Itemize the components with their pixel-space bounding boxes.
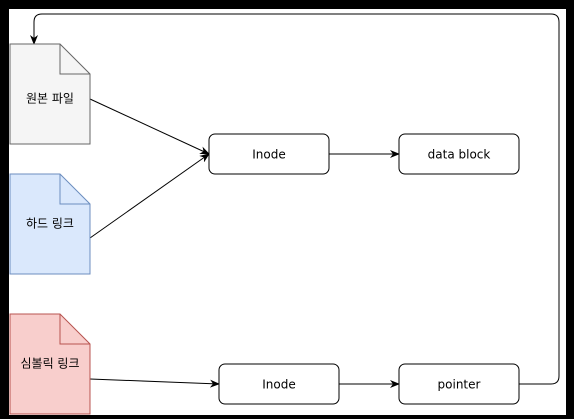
inode-top-node[interactable]: Inode — [208, 133, 330, 175]
edges — [30, 13, 560, 388]
hard-link-shape — [9, 173, 91, 275]
hard-link-fold — [59, 174, 90, 205]
hard-link-node[interactable]: 하드 링크 — [9, 173, 91, 275]
inode-top-box — [208, 133, 330, 175]
data-block-label: data block — [428, 148, 491, 162]
pointer-label: pointer — [438, 378, 481, 392]
edge-hardlink-to-inode — [89, 153, 210, 239]
data-block-box — [398, 133, 520, 175]
inode-bottom-label: Inode — [262, 378, 296, 392]
inode-bottom-box — [218, 363, 340, 405]
inode-bottom-node[interactable]: Inode — [218, 363, 340, 405]
edge-pointer-to-original — [30, 13, 560, 385]
symbolic-link-fold — [59, 314, 90, 345]
pointer-box — [398, 363, 520, 405]
hard-link-label: 하드 링크 — [26, 217, 74, 231]
symbolic-link-label: 심볼릭 링크 — [20, 357, 79, 371]
canvas-background — [9, 9, 566, 415]
edge-symlink-to-inode — [89, 378, 220, 388]
original-file-label: 원본 파일 — [26, 92, 74, 106]
pointer-node[interactable]: pointer — [398, 363, 520, 405]
symbolic-link-shape — [9, 313, 91, 415]
original-file-shape — [9, 43, 91, 145]
original-file-fold — [59, 44, 90, 75]
inode-top-label: Inode — [252, 148, 286, 162]
edge-original-to-inode — [89, 98, 210, 155]
original-file-node[interactable]: 원본 파일 — [9, 43, 91, 145]
symbolic-link-node[interactable]: 심볼릭 링크 — [9, 313, 91, 415]
data-block-node[interactable]: data block — [398, 133, 520, 175]
